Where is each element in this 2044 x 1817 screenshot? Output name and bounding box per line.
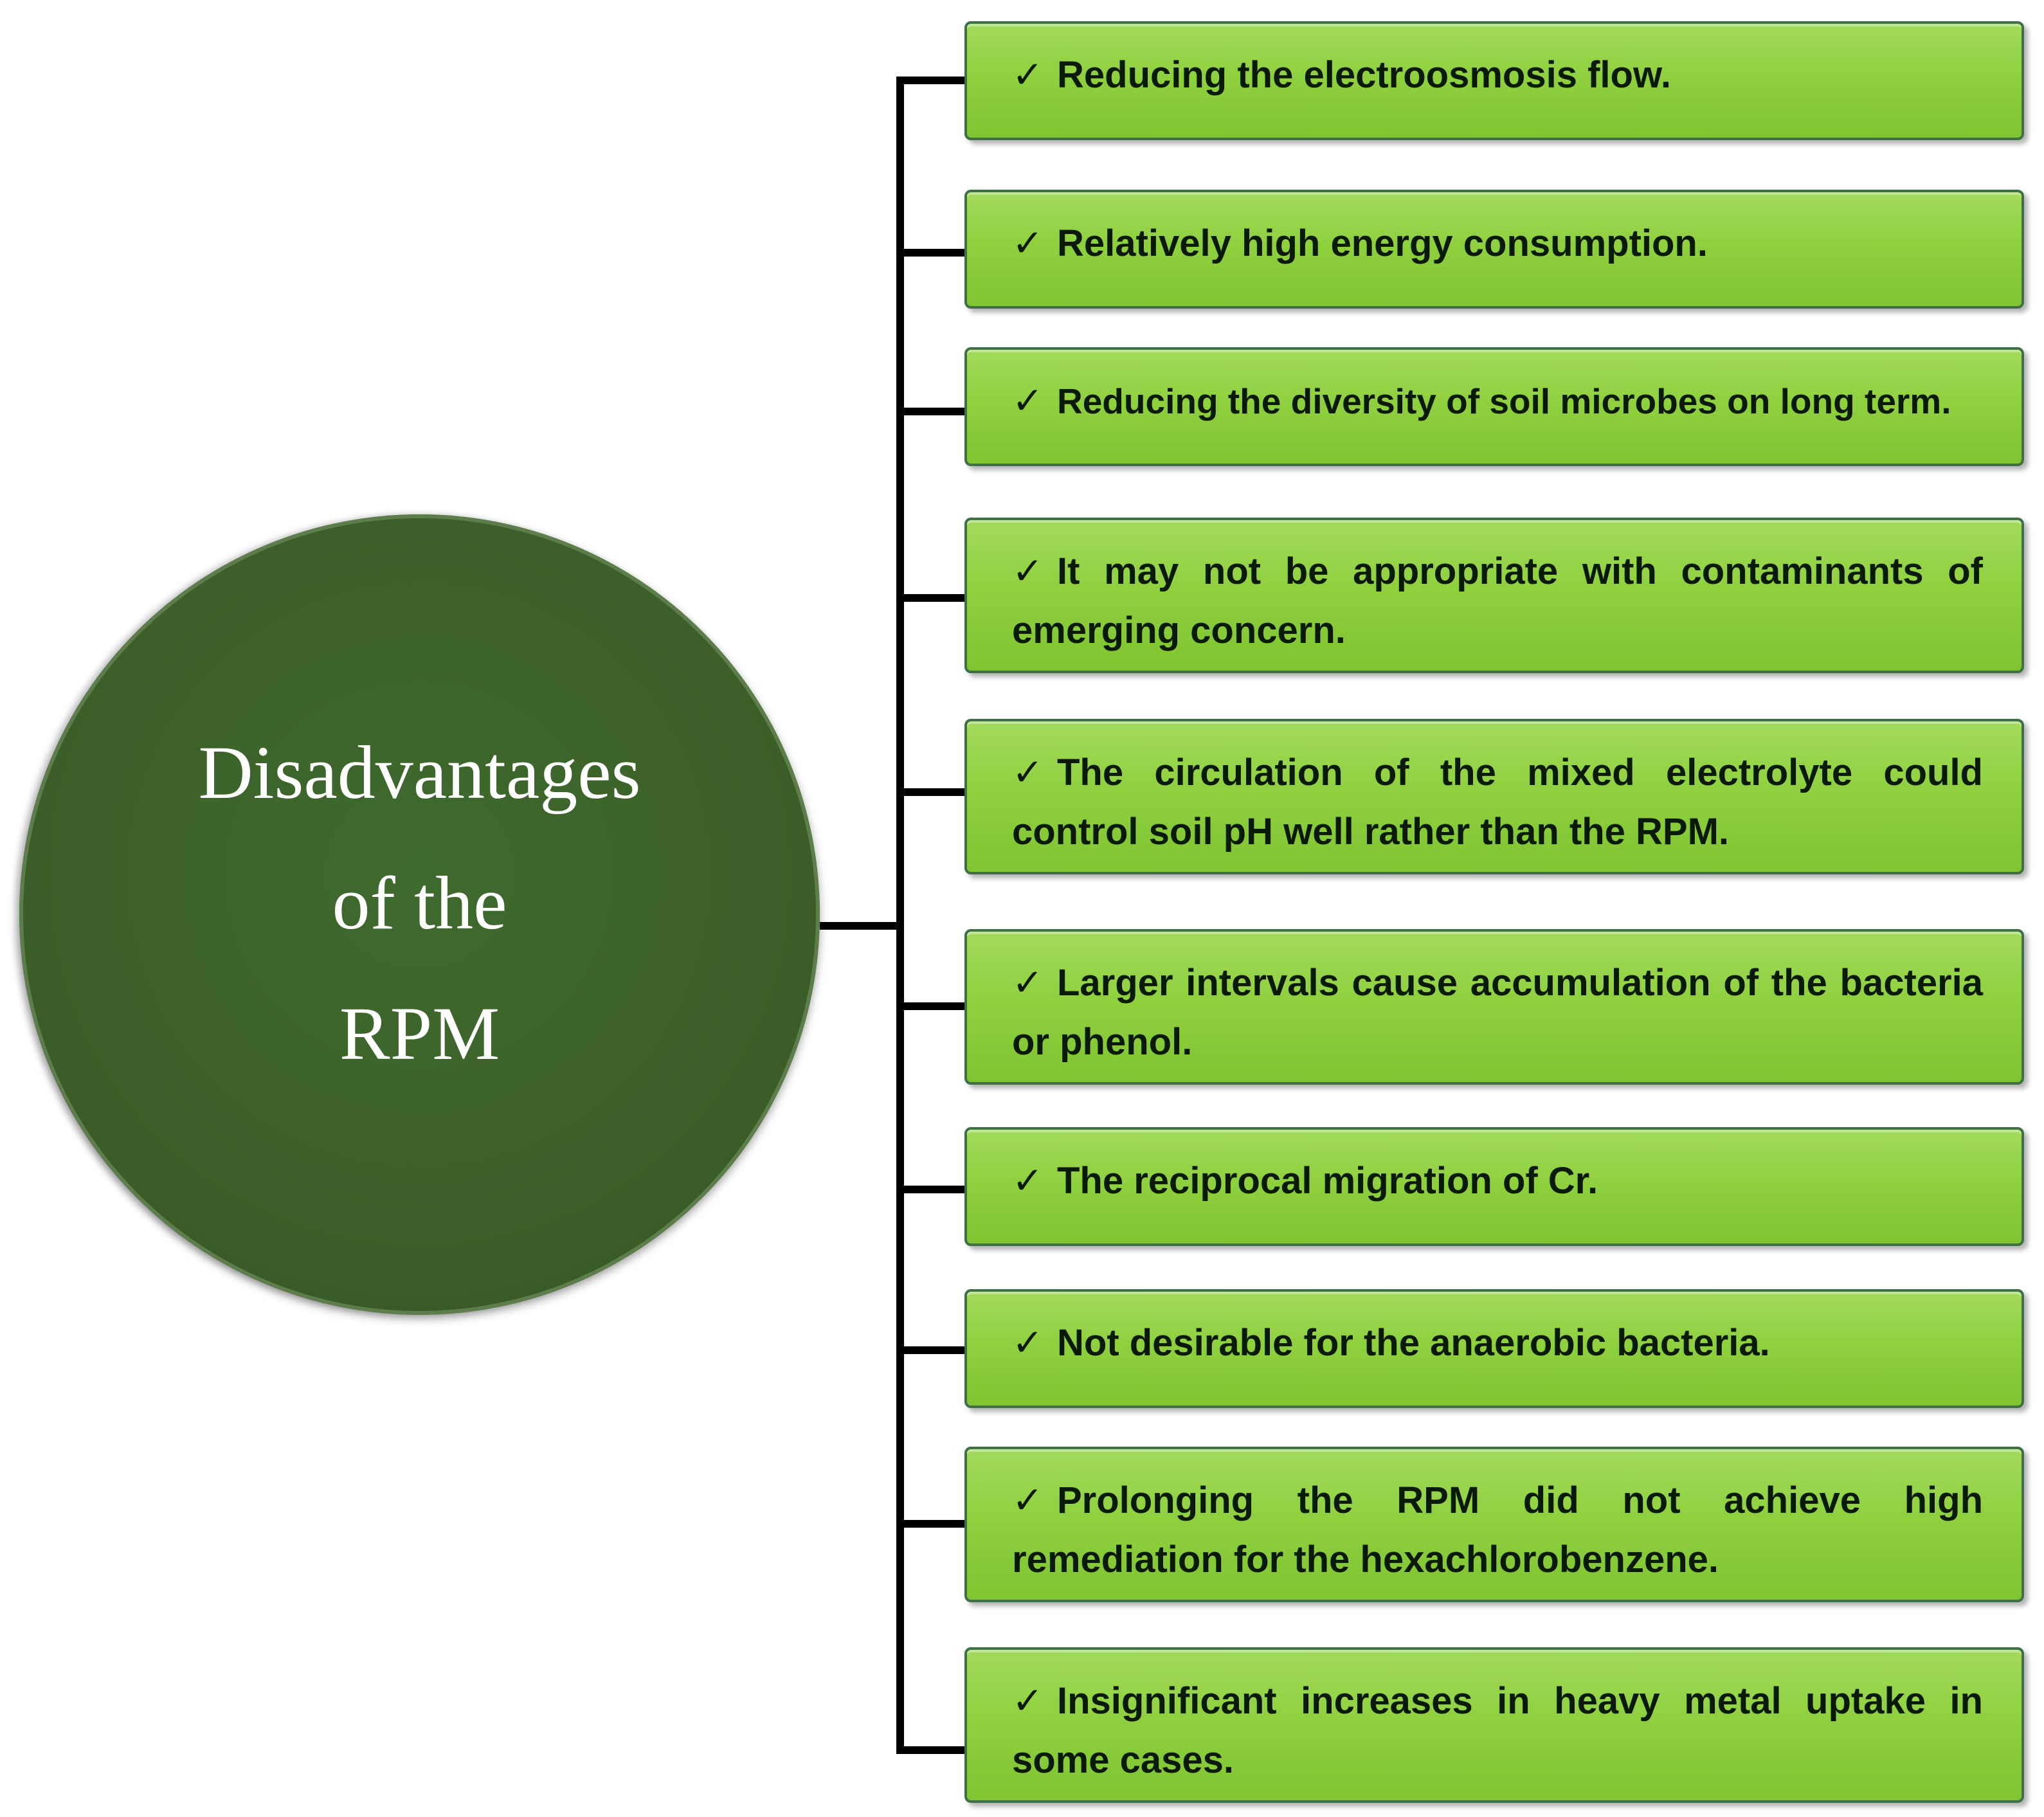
disadvantage-text: The circulation of the mixed electrolyte… xyxy=(1012,752,1983,853)
disadvantage-text: It may not be appropriate with contamina… xyxy=(1012,550,1983,651)
title-circle xyxy=(19,514,820,1315)
check-icon: ✓ xyxy=(1012,54,1044,96)
disadvantage-box-7: ✓ The reciprocal migration of Cr. xyxy=(964,1127,2024,1246)
disadvantage-text: Relatively high energy consumption. xyxy=(1057,222,1708,264)
disadvantage-box-10: ✓Insignificant increases in heavy metal … xyxy=(964,1647,2024,1803)
check-icon: ✓ xyxy=(1012,1680,1044,1722)
disadvantage-box-2: ✓ Relatively high energy consumption. xyxy=(964,190,2024,309)
disadvantage-box-3: ✓ Reducing the diversity of soil microbes… xyxy=(964,347,2024,466)
disadvantage-box-6: ✓Larger intervals cause accumulation of … xyxy=(964,929,2024,1085)
check-icon: ✓ xyxy=(1012,962,1044,1004)
disadvantage-box-8: ✓ Not desirable for the anaerobic bacteri… xyxy=(964,1289,2024,1408)
check-icon: ✓ xyxy=(1012,550,1044,592)
disadvantage-text: Reducing the diversity of soil microbes … xyxy=(1057,381,1951,421)
disadvantage-box-9: ✓Prolonging the RPM did not achieve high… xyxy=(964,1447,2024,1602)
title-line-1: Disadvantages xyxy=(198,730,641,815)
disadvantage-text: Reducing the electroosmosis flow. xyxy=(1057,54,1672,96)
disadvantage-text: Not desirable for the anaerobic bacteria… xyxy=(1057,1322,1770,1364)
check-icon: ✓ xyxy=(1012,222,1044,264)
check-icon: ✓ xyxy=(1012,380,1044,422)
disadvantage-box-4: ✓It may not be appropriate with contamin… xyxy=(964,518,2024,673)
check-icon: ✓ xyxy=(1012,1479,1044,1521)
check-icon: ✓ xyxy=(1012,752,1044,793)
disadvantage-text: The reciprocal migration of Cr. xyxy=(1057,1160,1598,1202)
disadvantage-text: Prolonging the RPM did not achieve high … xyxy=(1012,1479,1983,1580)
disadvantage-box-1: ✓ Reducing the electroosmosis flow. xyxy=(964,21,2024,140)
title-line-2: of the xyxy=(332,861,507,945)
check-icon: ✓ xyxy=(1012,1322,1044,1364)
diagram-title: Disadvantages of the RPM xyxy=(19,707,820,1099)
title-line-3: RPM xyxy=(339,991,500,1076)
check-icon: ✓ xyxy=(1012,1160,1044,1202)
disadvantage-text: Insignificant increases in heavy metal u… xyxy=(1012,1680,1983,1781)
disadvantage-text: Larger intervals cause accumulation of t… xyxy=(1012,962,1983,1063)
disadvantage-box-5: ✓The circulation of the mixed electrolyt… xyxy=(964,719,2024,874)
